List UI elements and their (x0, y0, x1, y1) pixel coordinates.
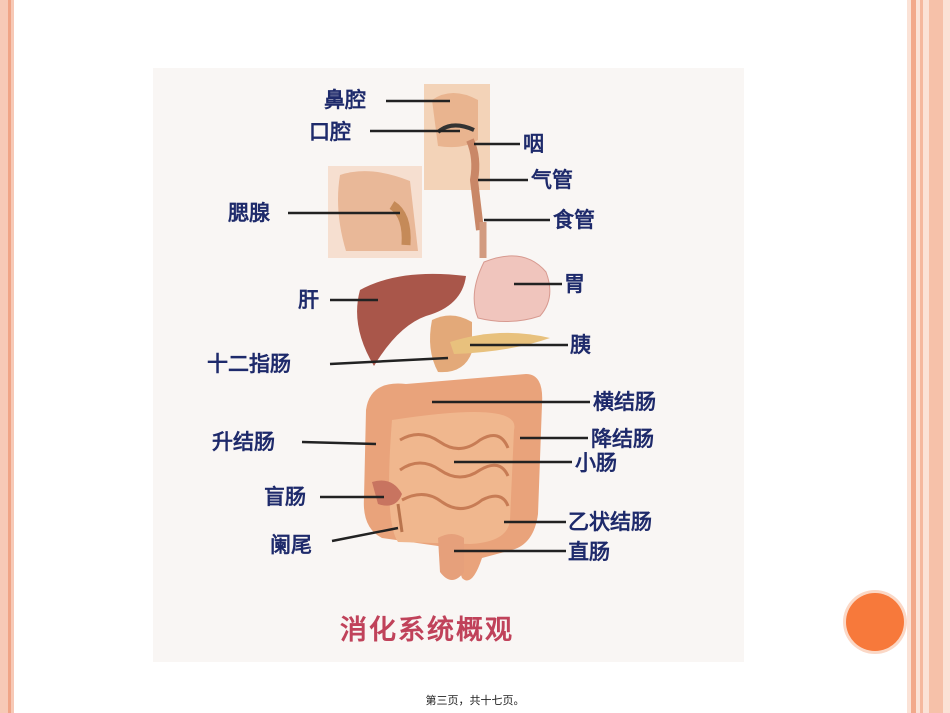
right-frame-stripe (911, 0, 916, 713)
right-frame-stripe (929, 0, 943, 713)
left-frame-border (0, 0, 14, 713)
duodenum-leader (329, 356, 449, 366)
stomach-shape (473, 255, 551, 322)
label-trachea: 气管 (531, 167, 573, 192)
ascending-colon-leader (301, 440, 377, 446)
label-small-intestine: 小肠 (575, 450, 617, 475)
label-liver: 肝 (298, 287, 319, 312)
appendix-shape (396, 503, 404, 533)
face-shape (338, 171, 418, 251)
right-frame-stripe (920, 0, 923, 713)
nasal-region (432, 93, 478, 148)
label-transverse-colon: 横结肠 (593, 389, 656, 414)
head-cross-section (424, 84, 490, 231)
label-appendix: 阑尾 (270, 532, 312, 557)
label-nasal-cavity: 鼻腔 (324, 87, 366, 112)
label-esophagus: 食管 (553, 207, 595, 232)
pancreas-shape (450, 332, 550, 354)
label-sigmoid-colon: 乙状结肠 (568, 509, 652, 534)
left-frame-stripe (8, 0, 11, 713)
liver-shape (357, 273, 466, 366)
rectum-shape (438, 534, 464, 580)
label-salivary-gland: 腮腺 (228, 200, 270, 225)
label-ascending-colon: 升结肠 (212, 429, 275, 454)
small-intestine-shape (389, 412, 515, 544)
leader-lines (288, 99, 590, 553)
label-rectum: 直肠 (568, 539, 610, 564)
label-pharynx: 咽 (523, 131, 544, 156)
label-pancreas: 胰 (570, 332, 591, 357)
salivary-gland-shape (389, 201, 411, 246)
small-intestine-coils (399, 433, 510, 510)
right-frame-border (907, 0, 950, 713)
label-cecum: 盲肠 (264, 484, 306, 509)
cecum-shape (372, 480, 402, 506)
label-duodenum: 十二指肠 (207, 351, 291, 376)
label-descending-colon: 降结肠 (591, 426, 654, 451)
decorative-circle (846, 593, 904, 651)
page-footer: 第三页，共十七页。 (425, 694, 525, 707)
diagram-caption: 消化系统概观 (340, 615, 514, 646)
appendix-leader (331, 526, 399, 543)
label-oral-cavity: 口腔 (309, 119, 351, 144)
esophagus-tube (466, 138, 484, 231)
label-stomach: 胃 (564, 271, 585, 296)
